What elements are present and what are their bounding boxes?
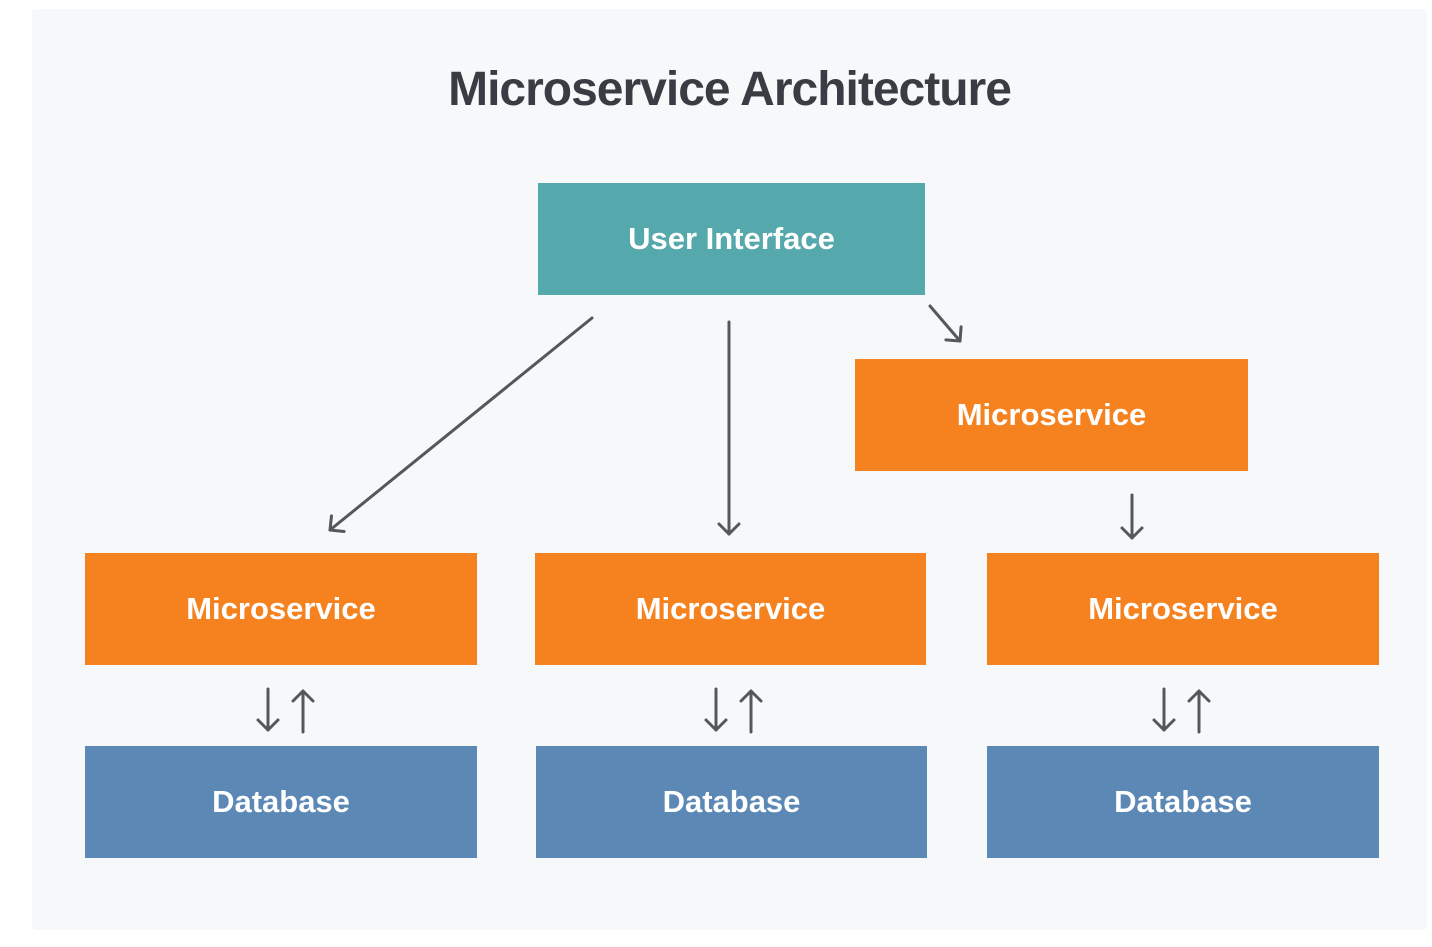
node-database-left: Database [85,746,477,858]
node-user-interface: User Interface [538,183,925,295]
node-user-interface-label: User Interface [628,221,835,256]
node-microservice-top-right: Microservice [855,359,1248,471]
node-database-middle-label: Database [662,784,801,819]
node-database-middle: Database [536,746,927,858]
node-microservice-right: Microservice [987,553,1379,665]
node-microservice-middle-label: Microservice [635,591,826,626]
node-microservice-middle: Microservice [535,553,926,665]
node-microservice-left-label: Microservice [186,591,376,626]
diagram-title: Microservice Architecture [448,63,1012,116]
node-database-left-label: Database [212,784,350,819]
node-microservice-top-right-label: Microservice [956,397,1147,432]
node-microservice-right-label: Microservice [1088,591,1278,626]
node-database-right-label: Database [1114,784,1252,819]
node-database-right: Database [987,746,1379,858]
node-microservice-left: Microservice [85,553,477,665]
